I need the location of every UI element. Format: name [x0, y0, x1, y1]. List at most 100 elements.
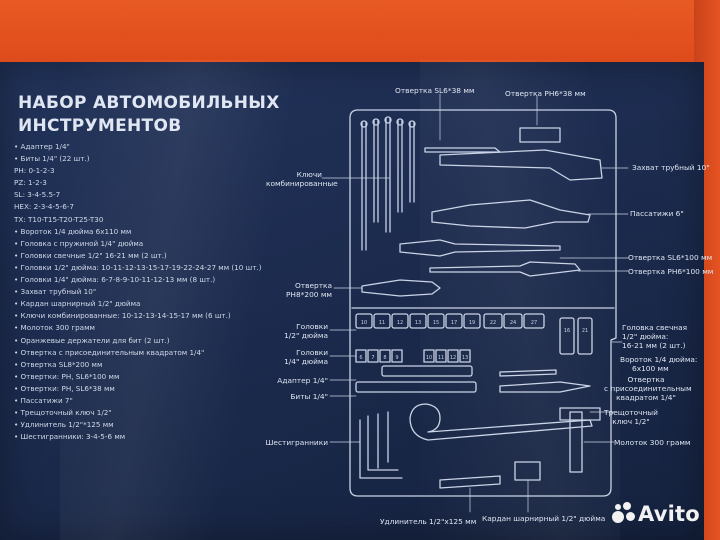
- product-label-panel: [0, 62, 704, 540]
- label-tbar: Вороток 1/4 дюйма: 6х100 мм: [620, 355, 697, 373]
- label-heads12: Головки 1/2" дюйма: [270, 322, 328, 340]
- socket-half-label: 12: [397, 320, 403, 326]
- product-title: НАБОР АВТОМОБИЛЬНЫХ ИНСТРУМЕНТОВ: [18, 92, 280, 138]
- socket-quarter-label: 13: [462, 355, 468, 361]
- spec-item: • Вороток 1/4 дюйма 6х110 мм: [14, 226, 132, 236]
- label-sqdriver-line2: с присоединительным: [604, 384, 692, 393]
- label-keys: Ключи комбинированные: [266, 170, 338, 188]
- spec-item: • Отвертки: PH, SL6*100 мм: [14, 371, 120, 381]
- spec-item: PH: 0-1-2-3: [14, 166, 55, 176]
- socket-half-label: 24: [510, 320, 516, 326]
- socket-quarter-label: 6: [359, 355, 362, 361]
- label-hex: Шестигранники: [265, 438, 328, 447]
- spec-item: • Адаптер 1/4": [14, 142, 70, 151]
- label-heads14-line2: 1/4" дюйма: [284, 357, 328, 366]
- spec-item: • Головка с пружиной 1/4" дюйма: [14, 238, 144, 248]
- label-sl638: Отвертка SL6*38 мм: [395, 86, 475, 95]
- avito-logo-icon: [612, 502, 636, 524]
- spec-item: • Кардан шарнирный 1/2" дюйма: [14, 299, 141, 309]
- spec-list: • Адаптер 1/4"• Биты 1/4" (22 шт.)PH: 0-…: [14, 141, 262, 443]
- label-ph8200: Отвертка PH8*200 мм: [268, 281, 332, 299]
- pipe-wrench: [439, 149, 603, 181]
- cardan-joint: [514, 461, 541, 481]
- socket-spark-label: 21: [582, 328, 588, 334]
- label-adapter: Адаптер 1/4": [277, 376, 328, 385]
- avito-text: Avito: [638, 502, 700, 526]
- spec-item: TX: T10-T15-T20-T25-T30: [14, 214, 104, 224]
- label-sqdriver: Отвертка с присоединительным квадратом 1…: [604, 375, 692, 402]
- label-ratchet-line2: ключ 1/2": [612, 417, 650, 426]
- spark-socket-21: [577, 317, 593, 355]
- label-bits: Биты 1/4": [290, 392, 328, 401]
- label-ratchet: Трещоточный ключ 1/2": [596, 408, 666, 426]
- hex-keys: [359, 411, 403, 479]
- spec-item: • Отвертка с присоединительным квадратом…: [14, 347, 205, 357]
- socket-half-label: 19: [469, 320, 475, 326]
- label-cardan: Кардан шарнирный 1/2" дюйма: [482, 514, 606, 523]
- socket-quarter-label: 12: [450, 355, 456, 361]
- label-ph8200-line1: Отвертка: [294, 281, 332, 290]
- socket-row-quarter: [355, 349, 471, 363]
- spec-item: • Головки 1/2" дюйма: 10-11-12-13-15-17-…: [14, 262, 262, 272]
- label-ph6100: Отвертка PH6*100 мм: [628, 267, 714, 276]
- socket-half-label: 27: [531, 320, 537, 326]
- label-sqdriver-line3: квадратом 1/4": [616, 393, 676, 402]
- ph638-driver: [519, 127, 561, 143]
- socket-quarter-label: 7: [371, 355, 374, 361]
- label-sqdriver-line1: Отвертка: [627, 375, 665, 384]
- label-keys-line2: комбинированные: [266, 179, 338, 188]
- label-spark: Головка свечная 1/2" дюйма: 16-21 мм (2 …: [622, 323, 687, 350]
- socket-half-label: 13: [415, 320, 421, 326]
- label-tbar-line2: 6х100 мм: [632, 364, 669, 373]
- bits-holder-2: [381, 365, 473, 377]
- label-spark-line3: 16-21 мм (2 шт.): [622, 341, 686, 350]
- ratchet: [409, 403, 593, 441]
- socket-quarter-label: 8: [383, 355, 386, 361]
- label-tbar-line1: Вороток 1/4 дюйма:: [620, 355, 698, 364]
- socket-quarter-label: 9: [395, 355, 398, 361]
- label-ext: Удлинитель 1/2"х125 мм: [380, 517, 477, 526]
- label-spark-line1: Головка свечная: [622, 323, 688, 332]
- extension-bar: [439, 475, 501, 489]
- title-line-2: ИНСТРУМЕНТОВ: [18, 116, 182, 136]
- spec-item: PZ: 1-2-3: [14, 178, 47, 188]
- socket-row-half: [355, 313, 545, 329]
- socket-quarter-label: 10: [426, 355, 432, 361]
- title-line-1: НАБОР АВТОМОБИЛЬНЫХ: [18, 93, 280, 113]
- bits-holder-1: [355, 381, 477, 393]
- spec-item: • Удлинитель 1/2"*125 мм: [14, 420, 114, 430]
- pliers: [431, 199, 591, 229]
- spec-item: • Захват трубный 10": [14, 287, 97, 297]
- label-pipe: Захват трубный 10": [632, 163, 710, 172]
- spec-item: • Головки свечные 1/2" 16-21 мм (2 шт.): [14, 250, 167, 260]
- ph8200-driver: [361, 279, 441, 297]
- socket-quarter-label: 11: [438, 355, 444, 361]
- spark-socket-16: [559, 317, 575, 355]
- square-driver: [499, 381, 591, 393]
- spec-item: SL: 3-4-5.5-7: [14, 190, 61, 200]
- label-hammer: Молоток 300 грамм: [614, 438, 691, 447]
- label-ratchet-line1: Трещоточный: [604, 408, 658, 417]
- spec-item: • Пассатижи 7": [14, 395, 73, 405]
- spec-item: • Головки 1/4" дюйма: 6-7-8-9-10-11-12-1…: [14, 275, 216, 285]
- label-keys-line1: Ключи: [296, 170, 322, 179]
- label-heads12-line2: 1/2" дюйма: [284, 331, 328, 340]
- spec-item: • Ключи комбинированные: 10-12-13-14-15-…: [14, 311, 231, 321]
- socket-half-label: 10: [361, 320, 367, 326]
- sl6100-driver: [399, 239, 561, 257]
- sl638-driver: [424, 147, 501, 153]
- socket-half-label: 11: [379, 320, 385, 326]
- orange-box-top: [0, 0, 720, 66]
- spec-item: • Оранжевые держатели для бит (2 шт.): [14, 335, 170, 345]
- spec-item: • Шестигранники: 3-4-5-6 мм: [14, 432, 126, 442]
- label-sl6100: Отвертка SL6*100 мм: [628, 253, 713, 262]
- socket-spark-label: 16: [564, 328, 570, 334]
- combination-keys: [360, 116, 416, 251]
- label-heads12-line1: Головки: [296, 322, 328, 331]
- label-pliers: Пассатижи 6": [630, 209, 684, 218]
- ph6100-driver: [429, 261, 581, 277]
- spec-item: • Отвертка SL8*200 мм: [14, 359, 103, 369]
- case-outline: [349, 109, 617, 497]
